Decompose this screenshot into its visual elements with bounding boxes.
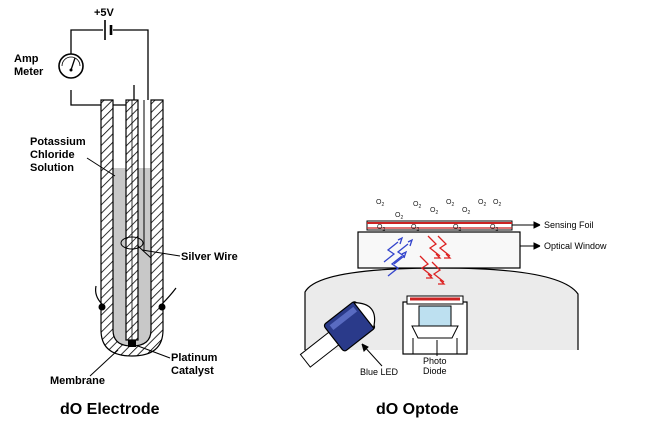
membrane-label: Membrane [50, 375, 105, 387]
o2-symbol: O2 [395, 212, 403, 221]
photo-diode-label-line2: Diode [423, 366, 447, 376]
o2-symbol: O2 [493, 199, 501, 208]
electrode-circuit [70, 29, 149, 106]
membrane-clamps [95, 285, 177, 311]
oxygen-molecules: O2 O2 O2 O2 O2 O2 O2 O2 O2 O2 O2 O2 [376, 199, 501, 233]
platinum-catalyst [128, 340, 136, 347]
o2-symbol: O2 [490, 224, 498, 233]
o2-symbol: O2 [413, 201, 421, 210]
o2-symbol: O2 [377, 224, 385, 233]
blue-led-label: Blue LED [360, 367, 399, 377]
optode-leader-lines [361, 221, 541, 367]
amp-meter-label-line1: Amp [14, 53, 39, 65]
photo-diode [402, 295, 468, 355]
o2-symbol: O2 [430, 207, 438, 216]
electrode-outer-wall [100, 99, 164, 357]
o2-symbol: O2 [376, 199, 384, 208]
o2-symbol: O2 [446, 199, 454, 208]
o2-symbol: O2 [453, 224, 461, 233]
photo-diode-label-line1: Photo [423, 356, 447, 366]
sensing-foil-label: Sensing Foil [544, 220, 594, 230]
optode-diagram: O2 O2 O2 O2 O2 O2 O2 O2 O2 O2 O2 O2 [299, 199, 607, 418]
o2-symbol: O2 [411, 224, 419, 233]
silver-wire-label: Silver Wire [181, 251, 238, 263]
amp-meter-label-line2: Meter [14, 66, 44, 78]
o2-symbol: O2 [462, 207, 470, 216]
potassium-label-line1: Potassium [30, 136, 86, 148]
electrode-diagram: +5V Amp Meter [14, 7, 238, 418]
o2-symbol: O2 [478, 199, 486, 208]
platinum-label-line1: Platinum [171, 352, 218, 364]
electrode-caption: dO Electrode [60, 401, 160, 418]
electrode-leader-lines [86, 157, 181, 377]
red-emission-arrows [419, 235, 452, 285]
potassium-label-line3: Solution [30, 162, 74, 174]
battery-icon [104, 20, 113, 40]
amp-meter-icon [58, 53, 84, 79]
blue-led [299, 301, 376, 368]
silver-wire-coil [120, 100, 152, 259]
blue-excitation-arrows [383, 236, 414, 277]
optical-window-label: Optical Window [544, 241, 607, 251]
platinum-label-line2: Catalyst [171, 365, 214, 377]
voltage-label: +5V [94, 7, 115, 19]
optode-caption: dO Optode [376, 401, 459, 418]
potassium-label-line2: Chloride [30, 149, 75, 161]
